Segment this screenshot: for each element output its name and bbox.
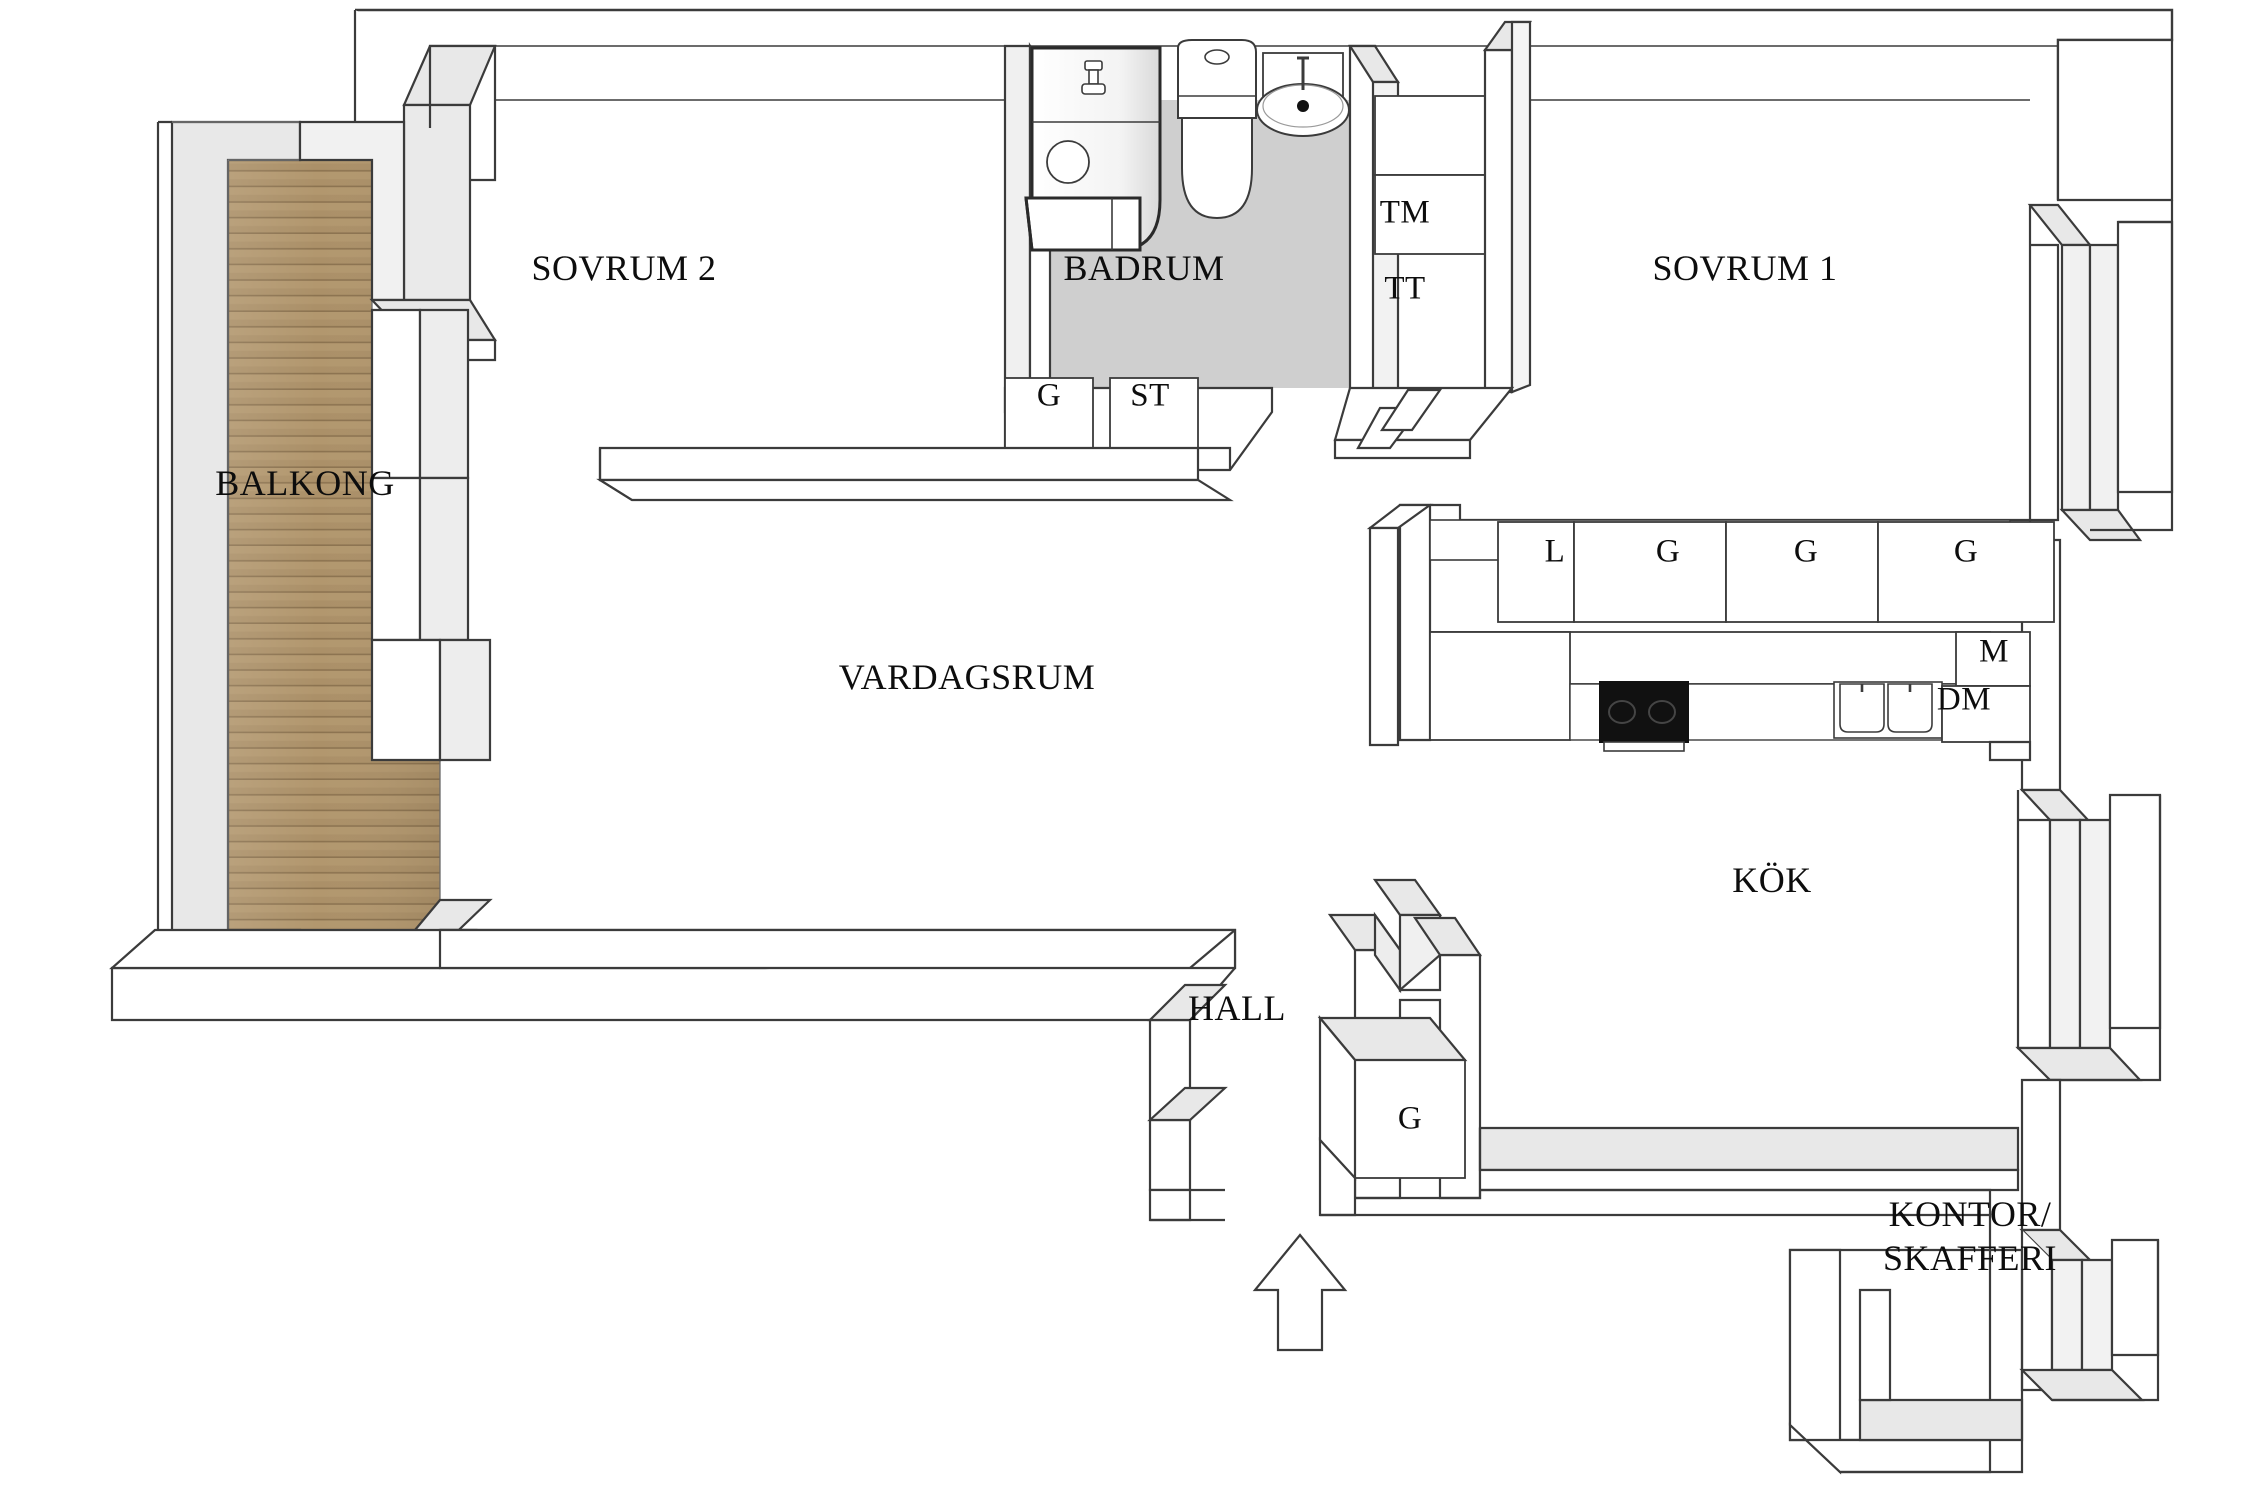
cabinet-g-2 <box>1725 521 1879 623</box>
entrance-arrow <box>1252 1233 1348 1352</box>
g-closet-sovrum2 <box>1004 377 1094 457</box>
kontor-skafferi-walls <box>1788 1248 2024 1475</box>
cabinet-g-1 <box>1573 521 1727 623</box>
wall-living-hall <box>109 878 2024 1475</box>
microwave-m <box>1955 631 2031 687</box>
wash-basin <box>1256 52 1350 137</box>
badrum-door <box>1333 386 1515 460</box>
badrum-construction <box>1003 20 1533 472</box>
tt-machine <box>1374 174 1486 255</box>
shower-tap <box>1081 60 1106 95</box>
st-closet <box>1109 377 1199 457</box>
wall-sovrum2-balkong <box>298 44 497 950</box>
basin-drain <box>1297 100 1309 112</box>
kitchen-construction <box>1366 503 2055 762</box>
toilet <box>1177 39 1257 220</box>
wardrobe-g-hall <box>1354 1059 1466 1179</box>
cabinet-g-3 <box>1877 521 2055 623</box>
dishwasher-dm <box>1941 685 2031 743</box>
tm-machine <box>1374 95 1486 176</box>
building-outer-wall <box>298 8 2174 1402</box>
basin-faucet <box>1297 56 1309 90</box>
floor-drain <box>1046 140 1090 184</box>
shower-tray <box>1024 46 1162 252</box>
cabinet-l <box>1497 521 1575 623</box>
double-sink <box>1833 681 1943 739</box>
wall-sovrum2-south <box>596 446 1234 502</box>
wall-right-upper <box>2027 38 2174 542</box>
hall-wardrobe-block <box>1317 878 1483 1217</box>
cooktop <box>1599 681 1689 752</box>
wall-right-bottom <box>2019 1078 2160 1402</box>
